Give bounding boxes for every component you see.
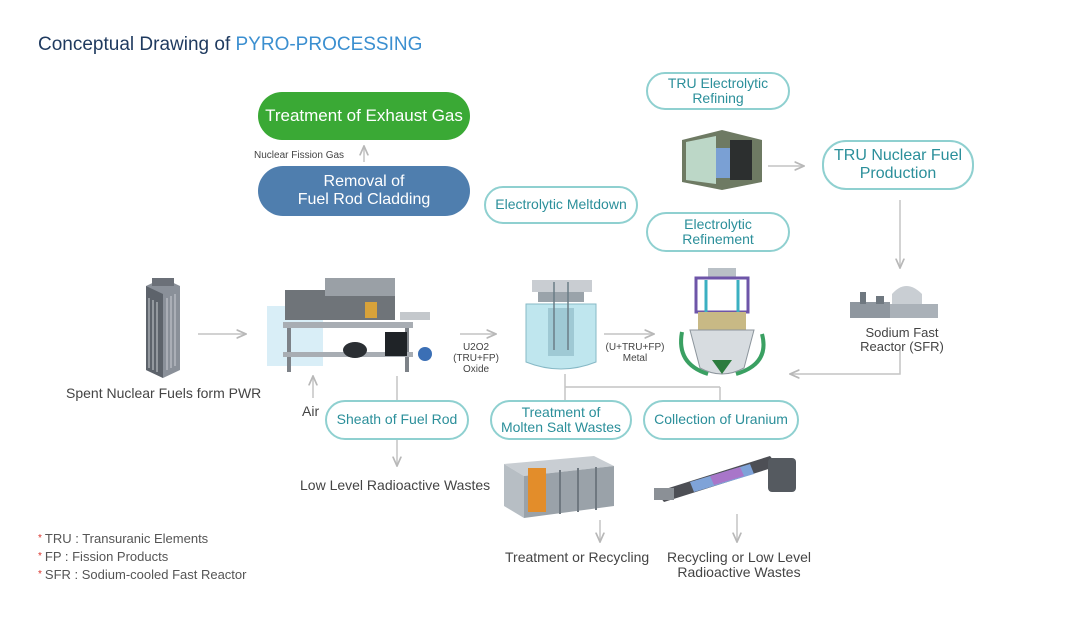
fission-gas-label: Nuclear Fission Gas — [254, 150, 345, 161]
sfr-label-2: Reactor (SFR) — [860, 339, 944, 355]
molten-label-1: Treatment of — [521, 403, 601, 420]
page-title: Conceptual Drawing of PYRO-PROCESSING — [38, 34, 422, 56]
treatment-recycling-label: Treatment or Recycling — [505, 549, 650, 565]
exhaust-gas-treatment-box: Treatment of Exhaust Gas — [258, 92, 470, 140]
metal-label-2: Metal — [622, 353, 648, 364]
refining-cell-image — [682, 130, 762, 190]
refinement-cell-image — [679, 268, 766, 376]
metal-label: (U+TRU+FP) Metal — [598, 342, 672, 364]
tru-fuel-label-1: TRU Nuclear Fuel — [833, 147, 963, 165]
sfr-label-1: Sodium Fast — [865, 325, 939, 340]
sfr-plant-image — [850, 286, 938, 318]
recycling-low-level-label: Recycling or Low Level Radioactive Waste… — [666, 549, 812, 581]
uranium-label: Collection of Uranium — [654, 411, 788, 428]
uranium-collection-box: Collection of Uranium — [643, 400, 799, 440]
fuel-rod-sheath-box: Sheath of Fuel Rod — [325, 400, 469, 440]
exhaust-gas-label: Treatment of Exhaust Gas — [265, 105, 463, 125]
title-highlight: PYRO-PROCESSING — [235, 34, 423, 55]
spent-fuel-label: Spent Nuclear Fuels form PWR — [66, 385, 262, 401]
cladding-removal-label-1: Removal of — [323, 173, 405, 191]
electrolytic-refinement-box: Electrolytic Refinement — [646, 212, 790, 252]
refinement-label-1: Electrolytic — [684, 215, 752, 232]
low-level-waste-label: Low Level Radioactive Wastes — [300, 477, 491, 493]
electrolytic-meltdown-box: Electrolytic Meltdown — [484, 186, 638, 224]
legend-sfr: SFR : Sodium-cooled Fast Reactor — [44, 567, 247, 582]
refinement-label-2: Refinement — [682, 231, 754, 247]
meltdown-cell-image — [525, 280, 597, 370]
tru-refining-label-1: TRU Electrolytic — [667, 74, 769, 91]
air-label: Air — [302, 403, 320, 419]
metal-label-1: (U+TRU+FP) — [605, 342, 665, 353]
recycling-low-label-1: Recycling or Low Level — [667, 549, 811, 565]
molten-label-2: Molten Salt Wastes — [500, 419, 622, 435]
tru-refining-label-2: Refining — [692, 90, 744, 106]
molten-salt-waste-box: Treatment of Molten Salt Wastes — [490, 400, 632, 440]
legend-tru: TRU : Transuranic Elements — [44, 531, 209, 546]
title-prefix: Conceptual Drawing of — [38, 34, 231, 55]
recycling-low-label-2: Radioactive Wastes — [677, 564, 801, 581]
legend-fp: FP : Fission Products — [44, 549, 169, 564]
spent-fuel-assembly-image — [146, 278, 180, 378]
decladding-equipment-image — [267, 278, 432, 372]
sfr-label: Sodium Fast Reactor (SFR) — [850, 325, 954, 355]
oxide-label-1: U2O2 — [462, 342, 490, 353]
uranium-collection-image — [654, 456, 796, 502]
oxide-label-2: (TRU+FP) — [453, 353, 499, 364]
legend: *TRU : Transuranic Elements *FP : Fissio… — [38, 530, 246, 584]
molten-salt-treatment-image — [504, 456, 614, 518]
tru-fuel-production-box: TRU Nuclear Fuel Production — [822, 140, 974, 190]
tru-refining-box: TRU Electrolytic Refining — [646, 72, 790, 110]
oxide-label: U2O2 (TRU+FP) Oxide — [448, 342, 504, 375]
arrow-sfr-back — [790, 350, 901, 374]
oxide-label-3: Oxide — [462, 364, 490, 375]
legend-item: *SFR : Sodium-cooled Fast Reactor — [38, 567, 247, 582]
legend-item: *FP : Fission Products — [38, 549, 169, 564]
sheath-label: Sheath of Fuel Rod — [336, 411, 458, 428]
tru-fuel-label-2: Production — [859, 165, 937, 182]
meltdown-label: Electrolytic Meltdown — [495, 196, 627, 213]
cladding-removal-box: Removal of Fuel Rod Cladding — [258, 166, 470, 216]
cladding-removal-label-2: Fuel Rod Cladding — [297, 191, 431, 208]
legend-item: *TRU : Transuranic Elements — [38, 531, 209, 546]
